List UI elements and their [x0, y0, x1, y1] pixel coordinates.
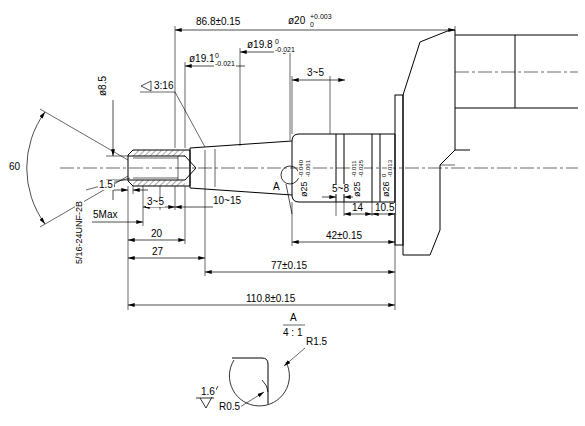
dimension-label: +0.003 [309, 13, 333, 20]
dimension-label: 20 [150, 229, 163, 239]
dimension-label: 77±0.15 [270, 261, 308, 271]
dimension-label: 0 [214, 52, 220, 59]
dimension-label: 3:16 [153, 81, 174, 91]
dimension-label: A [272, 182, 281, 192]
dimension-label: 42±0.15 [325, 231, 363, 241]
dimension-label: -0.040 [298, 159, 304, 178]
dimension-label: 110.8±0.15 [245, 294, 296, 304]
dimension-label: 0 [274, 38, 280, 45]
dimension-label: R0.5 [218, 402, 241, 412]
dimension-label: 3~5 [306, 68, 325, 78]
dimension-label: ø19.1 [188, 54, 216, 64]
dimension-label: 5/16-24UNF-2B [75, 200, 84, 265]
dimension-label: 5~8 [331, 184, 350, 194]
dimension-label: -0.061 [305, 159, 311, 178]
dimension-label: 86.8±0.15 [195, 17, 241, 27]
dimension-label: 3~5 [146, 197, 165, 207]
dimension-label: ø19.8 [246, 40, 274, 50]
dimension-label: 10~15 [212, 196, 242, 206]
dimension-label: ø20 [287, 16, 306, 26]
dimension-label: 27 [151, 247, 164, 257]
dimension-label: 1.6 [200, 387, 216, 397]
dimension-label: -0.025 [358, 159, 364, 178]
dimension-label: -0.021 [214, 60, 236, 67]
dimension-label: 1.5 [98, 180, 114, 190]
dimension-label: ø26 [382, 180, 391, 198]
dimension-label: R1.5 [305, 337, 328, 347]
dimension-label: 4 : 1 [282, 328, 303, 338]
dimension-label: -0.011 [351, 159, 357, 178]
dimension-label: A [289, 313, 298, 323]
dimension-label: -0.021 [274, 46, 296, 53]
dimension-label: ø25 [353, 180, 362, 198]
dimension-label: 5Max [92, 210, 118, 220]
dimension-label: 60 [8, 162, 21, 172]
dimension-label: ø8.5 [98, 75, 108, 97]
dimension-label: -0.013 [387, 159, 393, 178]
dimension-label: 14 [351, 203, 364, 213]
dimension-label: 0 [309, 21, 315, 28]
dimension-label: 10.5 [374, 203, 395, 213]
dimension-label: ø25 [300, 180, 309, 198]
